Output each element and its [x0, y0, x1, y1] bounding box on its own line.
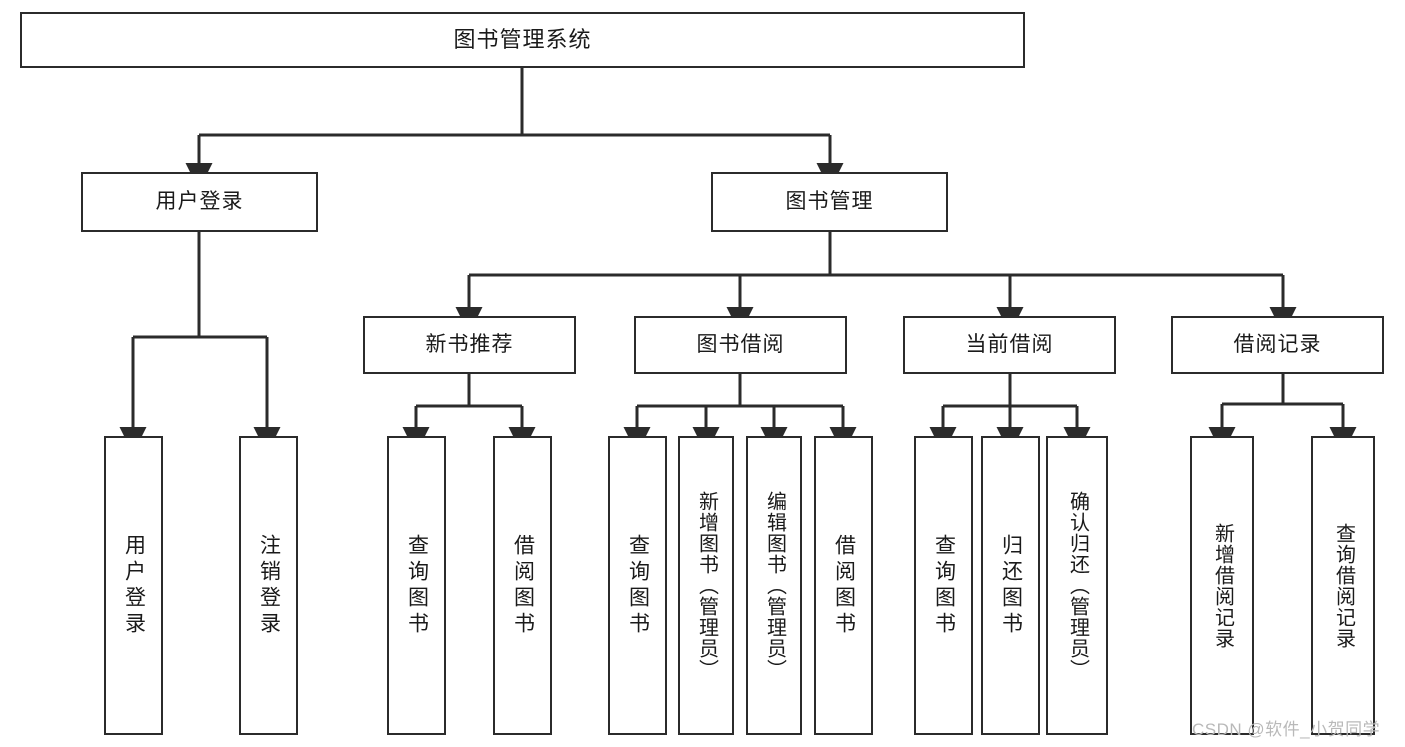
- leaf-book-borrow-borrow-book[interactable]: 借阅图书: [814, 436, 873, 735]
- leaf-current-borrow-confirm-return-admin[interactable]: 确认归还（管理员）: [1046, 436, 1108, 735]
- node-user-login[interactable]: 用户登录: [81, 172, 318, 232]
- leaf-book-borrow-query-book[interactable]: 查询图书: [608, 436, 667, 735]
- leaf-new-book-query-book[interactable]: 查询图书: [387, 436, 446, 735]
- leaf-borrow-record-query-record[interactable]: 查询借阅记录: [1311, 436, 1375, 735]
- leaf-new-book-borrow-book[interactable]: 借阅图书: [493, 436, 552, 735]
- node-book-management[interactable]: 图书管理: [711, 172, 948, 232]
- leaf-borrow-record-add-record[interactable]: 新增借阅记录: [1190, 436, 1254, 735]
- leaf-user-login-logout[interactable]: 注销登录: [239, 436, 298, 735]
- node-new-book-recommend[interactable]: 新书推荐: [363, 316, 576, 374]
- node-current-borrow[interactable]: 当前借阅: [903, 316, 1116, 374]
- leaf-book-borrow-add-book-admin[interactable]: 新增图书（管理员）: [678, 436, 734, 735]
- csdn-watermark: CSDN @软件_小贺同学: [1192, 720, 1381, 739]
- leaf-current-borrow-return-book[interactable]: 归还图书: [981, 436, 1040, 735]
- leaf-current-borrow-query-book[interactable]: 查询图书: [914, 436, 973, 735]
- node-book-borrow[interactable]: 图书借阅: [634, 316, 847, 374]
- leaf-book-borrow-edit-book-admin[interactable]: 编辑图书（管理员）: [746, 436, 802, 735]
- leaf-user-login-login[interactable]: 用户登录: [104, 436, 163, 735]
- node-root-book-management-system[interactable]: 图书管理系统: [20, 12, 1025, 68]
- node-borrow-record[interactable]: 借阅记录: [1171, 316, 1384, 374]
